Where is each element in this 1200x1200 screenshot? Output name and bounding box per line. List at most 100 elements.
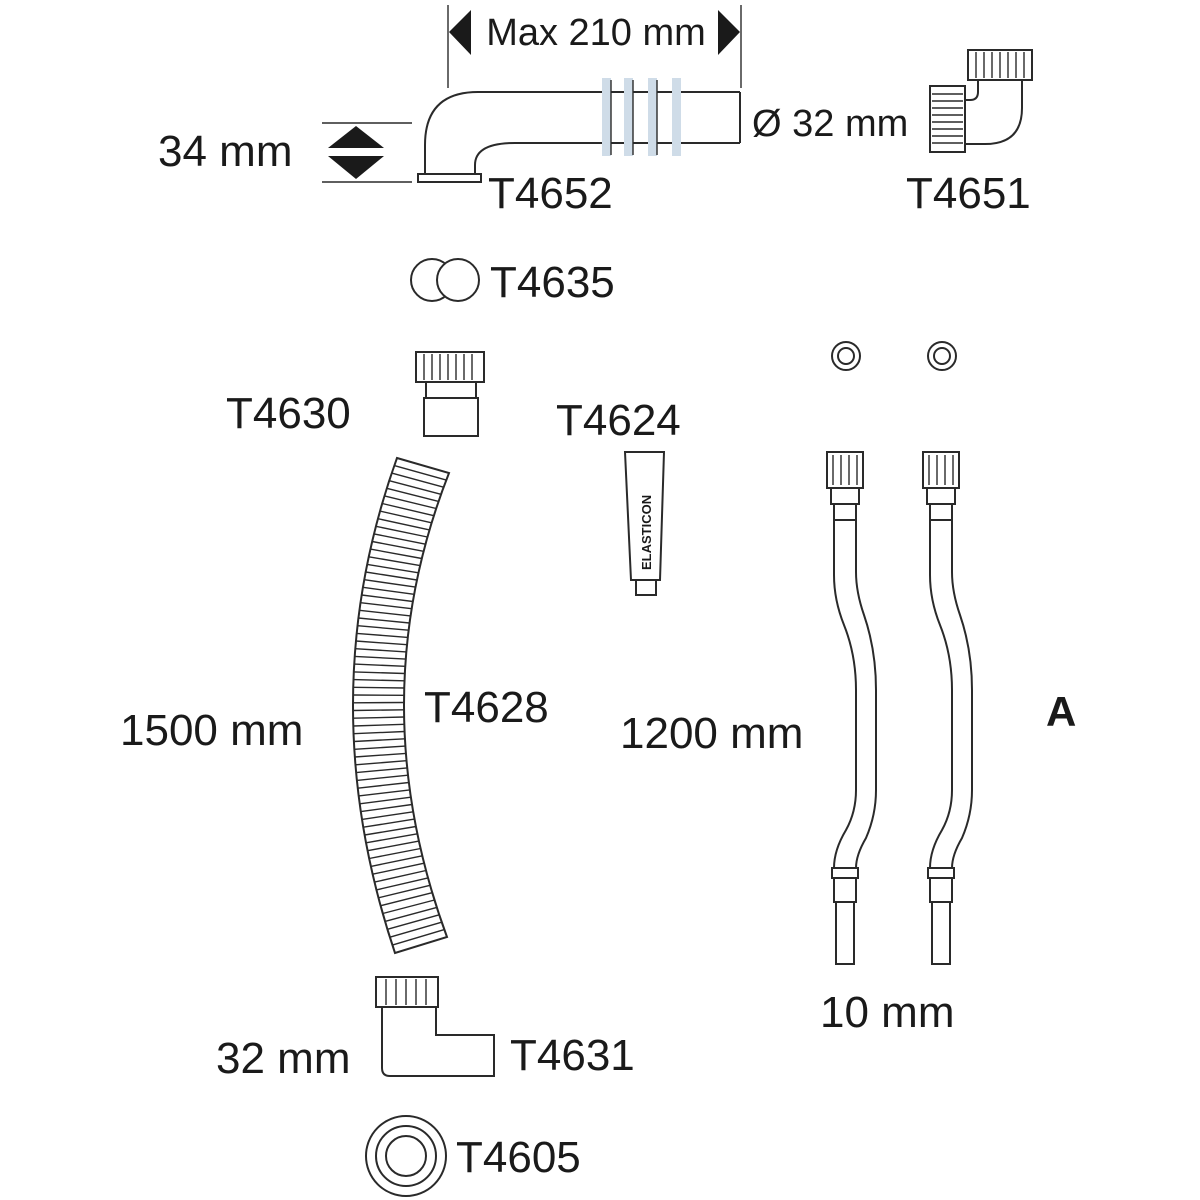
connector-diameter-label: 10 mm	[820, 988, 954, 1037]
hose-rib	[360, 803, 413, 813]
hose-rib	[358, 789, 410, 797]
hose-rib	[355, 760, 407, 766]
hose-rib	[370, 855, 423, 868]
hose-rib	[361, 594, 413, 603]
hose-rib	[367, 840, 420, 852]
max-width-dimension: Max 210 mm	[447, 5, 742, 88]
t4630-cap	[415, 351, 485, 383]
hose-rib	[359, 796, 411, 805]
connector-crimp	[929, 503, 953, 521]
hose-rib	[353, 716, 405, 719]
hose-rib	[364, 825, 417, 836]
connector-hex	[830, 487, 860, 505]
hose-rib	[365, 833, 418, 844]
group-a-label: A	[1046, 688, 1076, 735]
t4605-gasket: T4605	[365, 1115, 581, 1197]
arrow-down-icon	[328, 156, 384, 179]
t4628-label: T4628	[424, 683, 549, 732]
gasket-outer	[365, 1115, 447, 1197]
hose-rib	[384, 495, 437, 510]
t4635-washers: T4635	[410, 258, 615, 307]
t4651-nut	[929, 85, 966, 153]
pipe-inner-edge	[474, 142, 740, 175]
t4651-elbow: T4651	[906, 49, 1033, 218]
connector-hex	[926, 487, 956, 505]
hose-rib	[372, 862, 425, 875]
hose-rib	[357, 625, 409, 631]
t4630-cap-ribs	[423, 354, 473, 380]
small-washer-right-hole	[933, 347, 951, 365]
connector-bottom-crimp	[831, 867, 859, 879]
t4651-cap-ribs	[975, 52, 1025, 78]
connector-bottom-crimp	[927, 867, 955, 879]
hose-rib	[354, 663, 406, 667]
height-label: 34 mm	[158, 127, 292, 176]
hose-ribs	[352, 464, 447, 946]
hose-rib	[372, 540, 424, 552]
pipe-outer-edge	[424, 91, 740, 175]
hose-rib	[353, 671, 405, 675]
connector-bottom-sleeve	[929, 877, 953, 903]
hose-rib	[353, 738, 405, 743]
hose-rib	[353, 678, 405, 682]
band-1	[602, 78, 611, 156]
hose-rib	[368, 556, 421, 567]
hose-rib	[353, 686, 405, 689]
hose-rib	[391, 472, 444, 488]
arrow-left-icon	[449, 10, 471, 55]
hose-rib	[389, 921, 442, 938]
t4651-body-inner	[965, 80, 979, 101]
max-width-label: Max 210 mm	[486, 12, 706, 54]
hose-rib	[394, 464, 447, 481]
hose-rib	[364, 579, 416, 588]
hose-rib	[375, 525, 428, 538]
hose-rib	[356, 632, 408, 639]
tube-brand-text: ELASTICON	[639, 495, 654, 570]
t4631-cap-ribs	[385, 979, 427, 1005]
band-2	[624, 78, 633, 156]
t4651-nut-ribs	[932, 93, 963, 144]
bend-32-label: 32 mm	[216, 1034, 350, 1083]
hose-rib	[367, 563, 419, 574]
t4630-neck	[425, 381, 477, 399]
connector-hose-left-edge	[929, 520, 953, 869]
hose-rib	[387, 914, 440, 930]
t4630-label: T4630	[226, 389, 351, 438]
t4651-body-outer	[965, 80, 1023, 145]
small-washer-right	[927, 341, 957, 371]
connector-length-label: 1200 mm	[620, 709, 803, 758]
hose-rib	[358, 617, 410, 624]
tube-cap	[635, 579, 657, 596]
pipe-flange	[417, 173, 482, 183]
flexible-connector-right	[922, 451, 973, 965]
hose-rib	[370, 548, 422, 560]
diameter-32-label: Ø 32 mm	[752, 103, 908, 145]
gasket-inner	[385, 1135, 427, 1177]
hose-rib	[356, 767, 408, 774]
hose-rib	[361, 811, 414, 821]
hose-rib	[354, 752, 406, 758]
hose-rib	[352, 709, 405, 712]
hose-rib	[369, 847, 421, 860]
flexible-connector-left	[826, 451, 877, 965]
hose-rib	[392, 928, 445, 946]
arrow-right-icon	[718, 10, 740, 55]
hose-rib	[355, 648, 407, 653]
hose-rib	[379, 510, 432, 524]
hose-rib	[380, 892, 433, 907]
t4624-tube: ELASTICON T4624	[556, 396, 681, 596]
hose-rib	[360, 602, 412, 610]
t4635-label: T4635	[490, 258, 615, 307]
small-washer-left-hole	[837, 347, 855, 365]
hose-rib	[363, 818, 415, 828]
hose-rib	[374, 869, 427, 883]
hose-rib	[386, 487, 439, 503]
height-dimension: 34 mm	[158, 122, 412, 183]
small-washers	[831, 341, 957, 371]
t4631-body	[381, 1007, 495, 1077]
connector-hose-right-edge	[951, 520, 973, 869]
tube-body	[623, 451, 666, 581]
hose-rib	[373, 533, 426, 545]
